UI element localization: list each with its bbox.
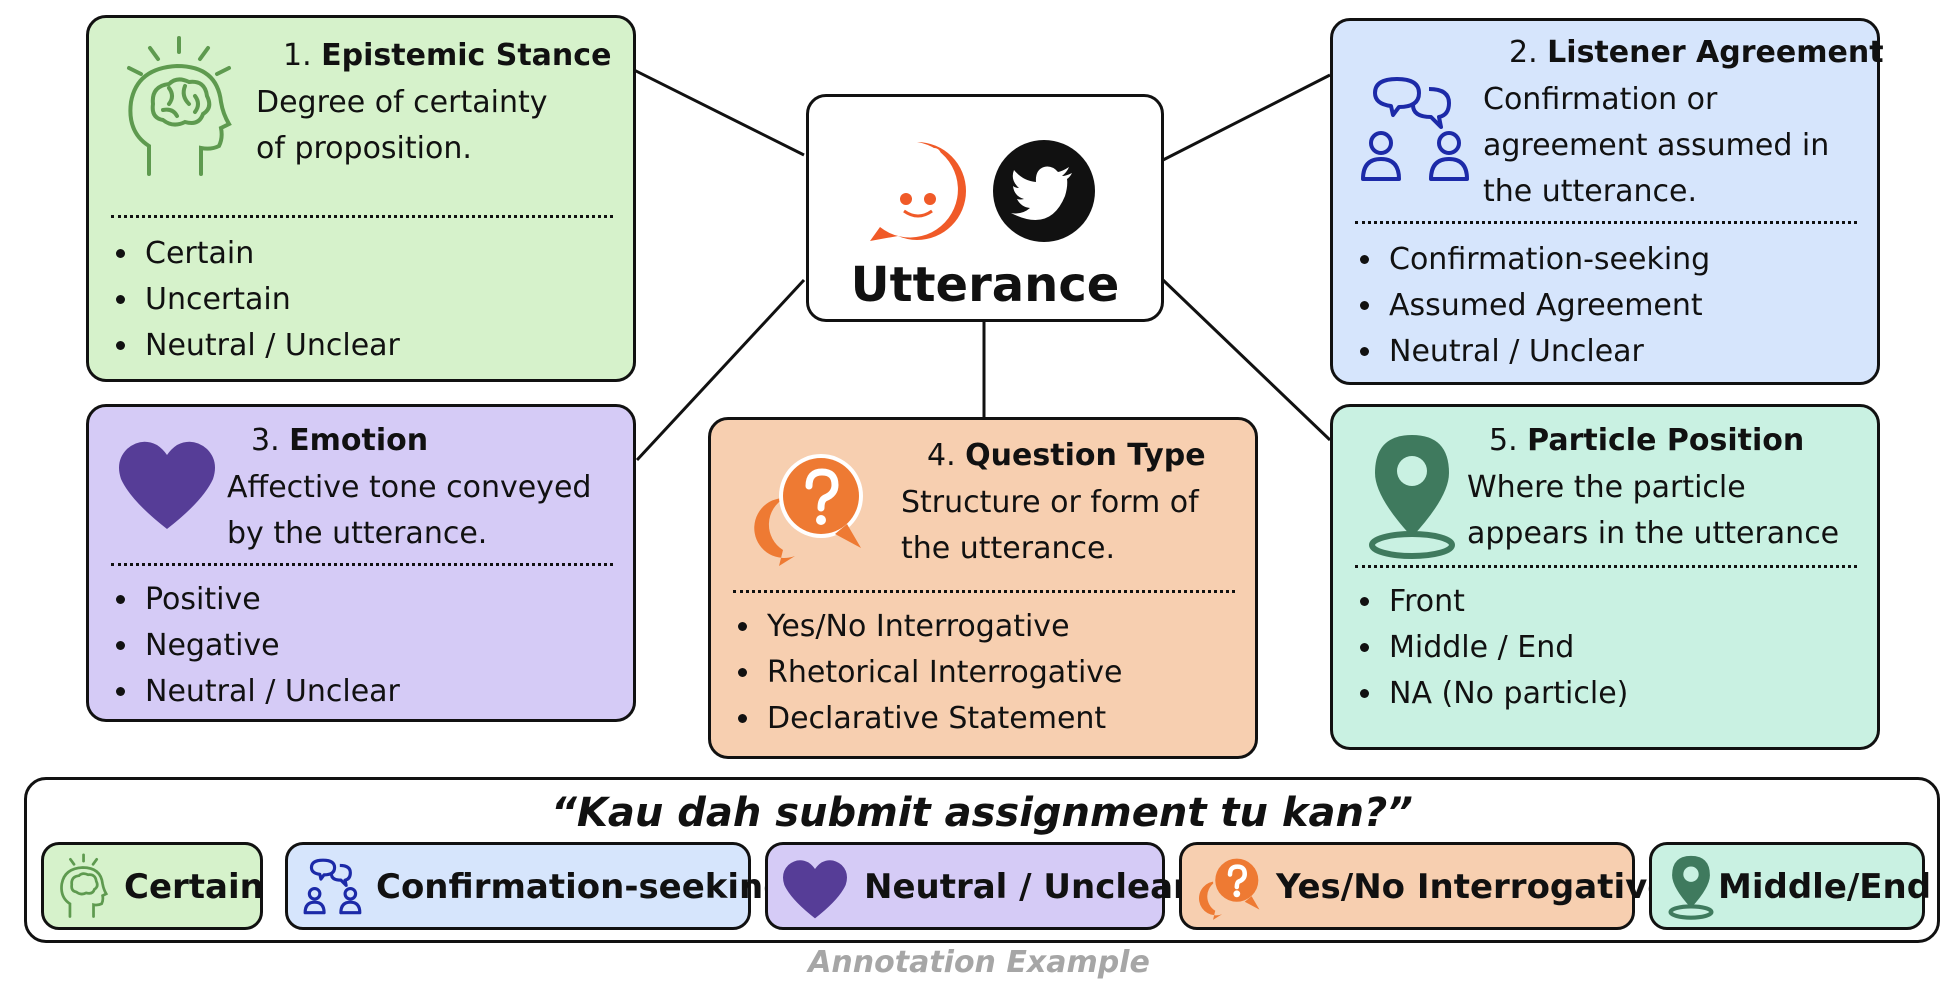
list-item: Middle / End	[1385, 625, 1628, 671]
epistemic-options: Certain Uncertain Neutral / Unclear	[111, 231, 400, 369]
list-item: NA (No particle)	[1385, 671, 1628, 717]
list-item: Positive	[141, 577, 400, 623]
listener-description: Confirmation or agreement assumed in the…	[1483, 82, 1830, 209]
emotion-description: Affective tone conveyed by the utterance…	[227, 470, 592, 551]
dotted-separator	[111, 563, 613, 566]
particle-position-box: 5. Particle Position Where the particle …	[1330, 404, 1880, 750]
people-chat-icon	[303, 858, 362, 915]
tag-certain: Certain	[41, 842, 264, 930]
tag-yes-no-interrogative: Yes/No Interrogative	[1179, 842, 1670, 930]
particle-description: Where the particle appears in the uttera…	[1467, 470, 1840, 551]
epistemic-stance-box: 1. Epistemic Stance Degree of certainty …	[86, 15, 636, 382]
question-header: 4. Question Type	[927, 438, 1206, 473]
question-description: Structure or form of the utterance.	[901, 485, 1199, 566]
reddit-icon	[870, 142, 966, 241]
list-item: Front	[1385, 579, 1628, 625]
listener-agreement-box: 2. Listener Agreement Confirmation or ag…	[1330, 18, 1884, 385]
question-type-box: 4. Question Type Structure or form of th…	[708, 417, 1258, 759]
tag-confirmation-seeking: Confirmation-seeking	[285, 842, 788, 930]
annotation-example-box: “Kau dah submit assignment tu kan?” Cert…	[24, 777, 1940, 943]
list-item: Confirmation-seeking	[1385, 237, 1710, 283]
tag-neutral-unclear: Neutral / Unclear	[765, 842, 1190, 930]
list-item: Neutral / Unclear	[141, 669, 400, 715]
twitter-icon	[993, 140, 1095, 242]
brain-head-icon	[127, 36, 232, 176]
people-chat-icon	[1361, 77, 1469, 181]
tag-label: Neutral / Unclear	[864, 867, 1190, 907]
tag-label: Certain	[124, 867, 264, 907]
list-item: Certain	[141, 231, 400, 277]
tag-label: Middle/End	[1718, 867, 1932, 907]
listener-options: Confirmation-seeking Assumed Agreement N…	[1355, 237, 1710, 375]
brain-head-icon	[60, 853, 109, 918]
question-bubbles-icon	[754, 454, 863, 566]
particle-header: 5. Particle Position	[1489, 423, 1805, 458]
emotion-options: Positive Negative Neutral / Unclear	[111, 577, 400, 715]
epistemic-description: Degree of certainty of proposition.	[256, 85, 548, 166]
dotted-separator	[1355, 565, 1857, 568]
question-bubbles-icon	[1198, 856, 1261, 920]
epistemic-header: 1. Epistemic Stance	[283, 38, 612, 73]
particle-options: Front Middle / End NA (No particle)	[1355, 579, 1628, 717]
dotted-separator	[733, 590, 1235, 593]
example-quote: “Kau dah submit assignment tu kan?”	[551, 790, 1413, 836]
annotation-example-caption: Annotation Example	[808, 945, 1150, 980]
list-item: Negative	[141, 623, 400, 669]
list-item: Neutral / Unclear	[141, 323, 400, 369]
list-item: Declarative Statement	[763, 696, 1123, 742]
location-pin-icon	[1668, 855, 1714, 920]
list-item: Yes/No Interrogative	[763, 604, 1123, 650]
utterance-box: Utterance	[806, 94, 1164, 322]
emotion-header: 3. Emotion	[251, 423, 429, 458]
heart-icon	[119, 441, 215, 529]
heart-icon	[783, 860, 847, 919]
dotted-separator	[111, 215, 613, 218]
listener-header: 2. Listener Agreement	[1509, 35, 1884, 70]
list-item: Rhetorical Interrogative	[763, 650, 1123, 696]
tag-label: Yes/No Interrogative	[1276, 867, 1671, 907]
utterance-title: Utterance	[850, 257, 1120, 313]
tag-middle-end: Middle/End	[1649, 842, 1931, 930]
list-item: Neutral / Unclear	[1385, 329, 1710, 375]
location-pin-icon	[1369, 435, 1455, 559]
tag-label: Confirmation-seeking	[376, 867, 788, 907]
question-options: Yes/No Interrogative Rhetorical Interrog…	[733, 604, 1123, 742]
dotted-separator	[1355, 221, 1857, 224]
list-item: Uncertain	[141, 277, 400, 323]
list-item: Assumed Agreement	[1385, 283, 1710, 329]
emotion-box: 3. Emotion Affective tone conveyed by th…	[86, 404, 636, 722]
